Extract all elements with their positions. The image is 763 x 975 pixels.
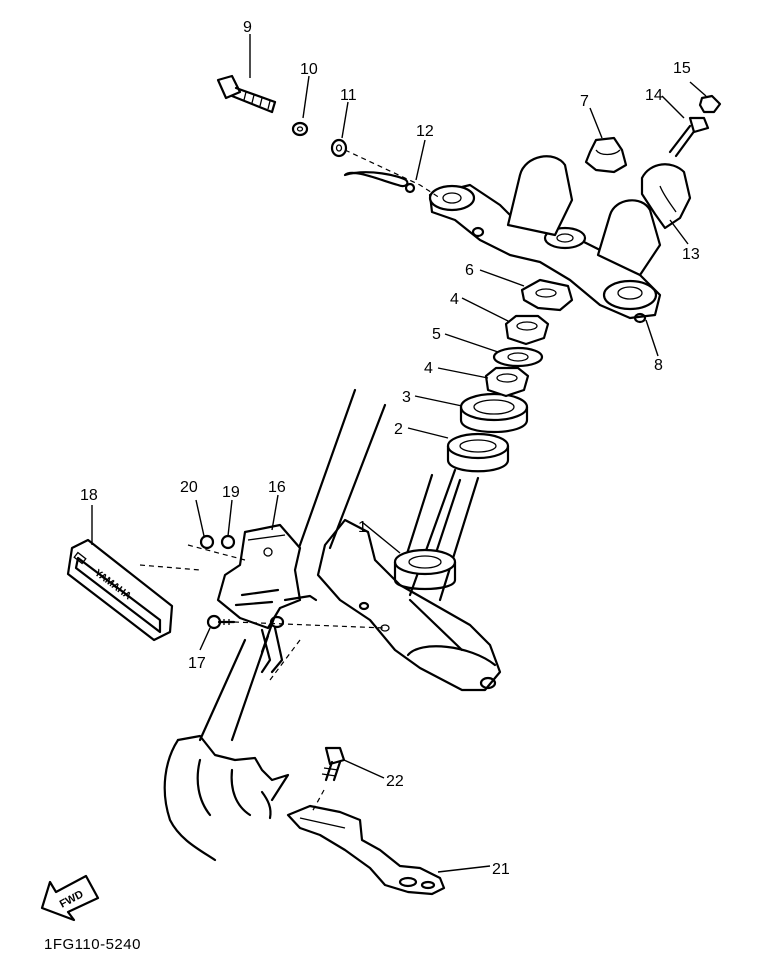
cap-7 [584,136,628,174]
emblem-18: YAMAHA [66,538,174,642]
callout-labels: 9 10 11 12 7 14 15 13 8 6 4 5 4 3 2 1 16… [80,19,700,878]
nuts-19-20 [199,534,236,550]
callout-3: 3 [402,389,411,406]
callout-12: 12 [416,123,434,140]
nut-15 [698,94,722,114]
callout-4-lower: 4 [424,360,433,377]
callout-6: 6 [465,262,474,279]
washer-10 [291,121,309,137]
ring-nut-upper [504,314,550,346]
callout-22: 22 [386,773,404,790]
fwd-arrow-icon: FWD [40,874,100,922]
bolt-9 [216,74,277,114]
bearing-race-2 [446,432,510,473]
bracket-21 [286,804,446,896]
callout-10: 10 [300,61,318,78]
callout-7: 7 [580,93,589,110]
callout-1: 1 [358,519,367,536]
callout-16: 16 [268,479,286,496]
leader-lines [91,34,707,873]
callout-17: 17 [188,655,206,672]
callout-11: 11 [340,87,357,104]
callout-21: 21 [492,861,510,878]
washer-11 [330,138,348,158]
callout-4-upper: 4 [450,291,459,308]
callout-8: 8 [654,357,663,374]
upper-bearing-3 [459,392,529,434]
callout-18: 18 [80,487,98,504]
callout-20: 20 [180,479,198,496]
clip-12 [343,149,441,199]
stem-washer-6 [520,278,574,312]
callout-19: 19 [222,484,240,501]
assembly-lines [139,544,386,681]
callout-5: 5 [432,326,441,343]
upper-bracket [428,155,662,324]
holder-cap-13 [640,163,692,230]
washer-5 [492,346,544,368]
diagram-code: 1FG110-5240 [44,936,141,953]
under-bracket [316,518,502,692]
ring-nut-lower [484,366,530,398]
screw-17 [206,614,236,630]
bolt-14 [668,116,710,158]
callout-15: 15 [673,60,691,77]
lower-bearing [393,548,457,591]
callout-9: 9 [243,19,252,36]
bracket-16 [216,523,318,674]
callout-14: 14 [645,87,663,104]
callout-2: 2 [394,421,403,438]
callout-13: 13 [682,246,700,263]
bolt-22 [311,746,346,813]
fork-lower-section [163,734,290,862]
